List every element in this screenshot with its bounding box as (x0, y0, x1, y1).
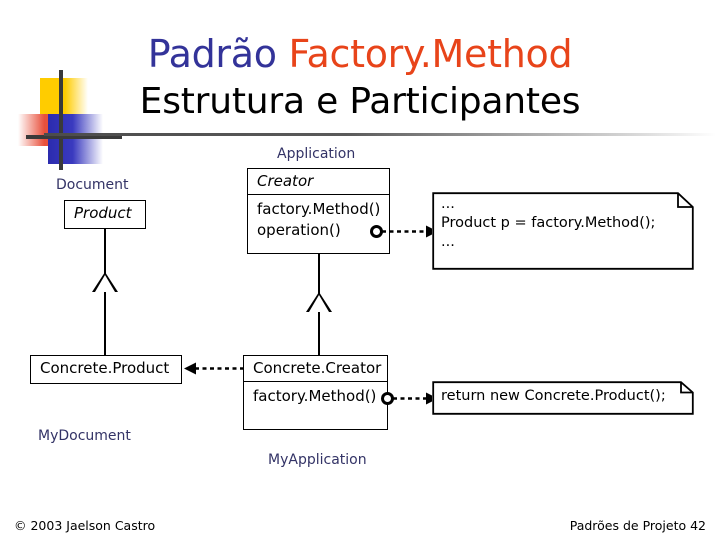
package-label-my-application: MyApplication (268, 452, 367, 468)
class-box-creator[interactable]: Creator factory.Method() operation() (247, 168, 390, 254)
note-operation-shape (432, 192, 694, 270)
class-name-creator: Creator (257, 172, 314, 190)
logo-decoration (18, 70, 128, 170)
package-label-my-document: MyDocument (38, 428, 131, 444)
note-operation-line-1: ... (441, 196, 455, 212)
note-factory-method-shape (432, 381, 694, 415)
note-factory-method-body[interactable]: return new Concrete.Product(); (432, 381, 694, 415)
class-member-concrete-creator-factory-method: factory.Method() (244, 381, 387, 409)
footer-deck-info: Padrões de Projeto 42 (569, 518, 706, 533)
note-factory-method-line-1: return new Concrete.Product(); (441, 388, 666, 404)
logo-horizontal-bar (26, 135, 122, 139)
class-member-creator-operation: operation() (257, 221, 341, 239)
slide-subtitle: Estrutura e Participantes (139, 81, 581, 122)
note-anchor-socket-operation (370, 225, 383, 238)
note-link-operation (382, 225, 438, 238)
note-operation-line-3: ... (441, 234, 455, 250)
note-anchor-socket-factory-method (381, 392, 394, 405)
class-name-concrete-creator: Concrete.Creator (253, 359, 382, 377)
class-box-concrete-product[interactable]: Concrete.Product (30, 355, 182, 384)
title-prefix: Padrão (147, 32, 289, 76)
class-name-product: Product (74, 204, 132, 222)
note-operation-body[interactable]: ... Product p = factory.Method(); ... (432, 192, 694, 270)
package-label-application: Application (277, 146, 356, 162)
logo-vertical-bar (59, 70, 63, 170)
logo-blue-square (48, 114, 103, 164)
package-label-document: Document (56, 177, 129, 193)
class-member-creator-factory-method: factory.Method() (248, 194, 389, 220)
dependency-arrow-concrete-creator-to-concrete-product (184, 362, 244, 375)
logo-yellow-square (40, 78, 88, 118)
note-operation-line-2: Product p = factory.Method(); (441, 215, 656, 231)
title-divider-rule (44, 133, 716, 136)
title-pattern-name: Factory.Method (288, 32, 573, 76)
footer-copyright: © 2003 Jaelson Castro (14, 518, 156, 533)
class-box-concrete-creator[interactable]: Concrete.Creator factory.Method() (243, 355, 388, 430)
class-name-concrete-product: Concrete.Product (40, 359, 170, 377)
class-box-product[interactable]: Product (64, 200, 146, 229)
slide-title: Padrão Factory.Method (0, 32, 720, 76)
generalization-line-product (104, 229, 106, 360)
